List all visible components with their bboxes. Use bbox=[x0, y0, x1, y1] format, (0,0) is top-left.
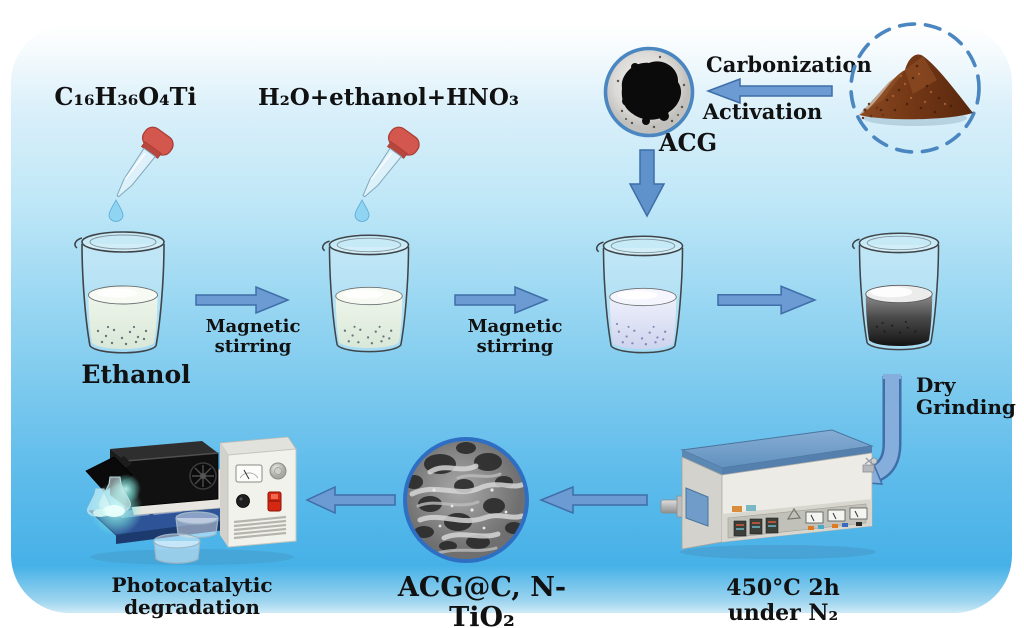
label-solvent-mix: H₂O+ethanol+HNO₃ bbox=[258, 84, 519, 111]
label-magnetic-stirring-2: Magnetic stirring bbox=[467, 316, 563, 358]
beaker-dark bbox=[846, 227, 952, 361]
arrow-left-icon bbox=[303, 485, 397, 515]
beaker-ethanol bbox=[68, 227, 178, 363]
label-magnetic-stirring-1: Magnetic stirring bbox=[205, 316, 301, 358]
coffee-grounds-photo bbox=[847, 20, 983, 156]
acg-powder-photo bbox=[602, 45, 696, 139]
arrow-left-icon bbox=[537, 485, 649, 515]
tube-furnace-illustration bbox=[660, 416, 878, 574]
label-precursor: C₁₆H₃₆O₄Ti bbox=[54, 82, 197, 111]
label-activation: Activation bbox=[702, 99, 823, 124]
arrow-down-icon bbox=[628, 149, 666, 218]
arrow-right-icon bbox=[195, 285, 291, 315]
label-dry: Dry bbox=[916, 373, 956, 397]
arrow-left-icon bbox=[704, 77, 834, 105]
label-application: Photocatalytic degradation bbox=[111, 573, 273, 620]
photoreactor-illustration bbox=[80, 415, 310, 570]
label-ethanol: Ethanol bbox=[81, 360, 191, 389]
label-dry-grinding: Dry Grinding bbox=[916, 374, 1016, 419]
sem-image bbox=[400, 434, 532, 566]
label-carbonization: Carbonization bbox=[706, 52, 872, 77]
beaker-mix-2 bbox=[590, 231, 696, 363]
label-grinding: Grinding bbox=[916, 395, 1016, 420]
label-acg: ACG bbox=[658, 128, 718, 157]
dropper-icon bbox=[100, 124, 182, 224]
arrow-right-icon bbox=[454, 285, 550, 315]
dashed-circle bbox=[849, 22, 981, 154]
dropper-icon bbox=[346, 124, 428, 224]
beaker-mix-1 bbox=[316, 229, 422, 363]
label-furnace-conditions: 450°C 2h under N₂ bbox=[726, 575, 840, 626]
arrow-right-icon bbox=[717, 284, 818, 316]
label-product: ACG@C, N-TiO₂ bbox=[397, 572, 567, 628]
